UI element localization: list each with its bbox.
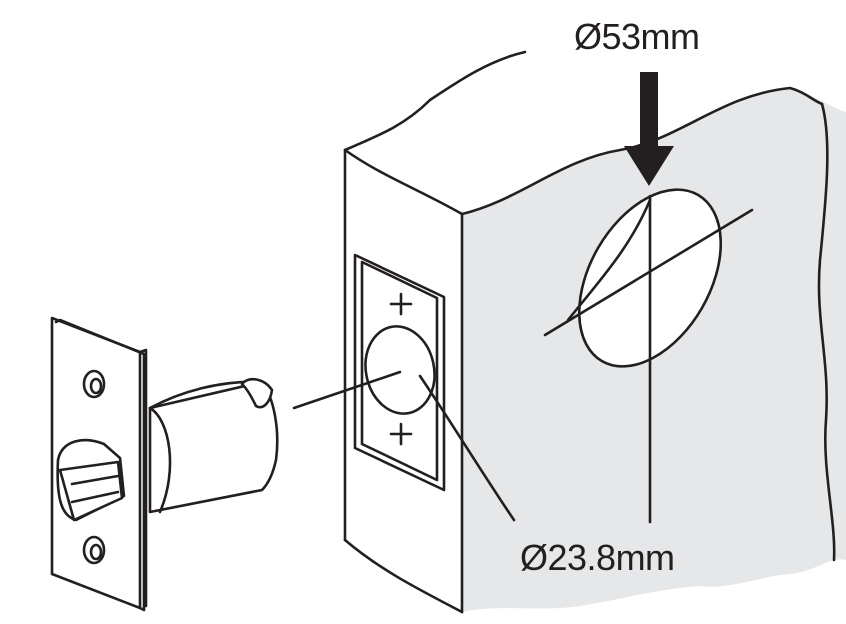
door-top-surface-edge <box>460 86 824 216</box>
latch-bore-diameter-label: Ø23.8mm <box>520 537 675 578</box>
latch-assembly <box>50 316 279 612</box>
latch-bolt-slot <box>70 474 120 504</box>
screw-cross-icon <box>389 422 413 446</box>
latch-bore-dimension-leader <box>418 374 516 522</box>
door-top-back-edge <box>343 148 464 216</box>
door-face-right-edge <box>817 102 836 562</box>
faceplate-screw-hole-bottom-inner <box>89 543 103 561</box>
latch-bore-hole <box>364 325 436 415</box>
faceplate-screw-hole-top-inner <box>89 377 103 395</box>
door-bore <box>543 188 754 524</box>
latch-faceplate-edge <box>54 318 146 612</box>
down-arrow-icon <box>624 72 674 186</box>
latch-tab <box>240 377 274 409</box>
door-top-edge <box>343 50 527 152</box>
latch-faceplate-thickness <box>138 348 148 608</box>
latch-to-bore-leader <box>292 370 402 410</box>
door-edge-bottom <box>343 538 464 614</box>
door-bore-centerline-diagonal <box>543 208 754 337</box>
door-bore-diameter-label: Ø53mm <box>574 16 700 57</box>
door-bore-inner-edge <box>566 198 652 322</box>
latch-recess-inner <box>360 260 439 482</box>
latch-bolt-face <box>58 460 124 522</box>
screw-cross-icon <box>389 292 413 316</box>
latch-cylinder-back-rim <box>148 406 172 514</box>
